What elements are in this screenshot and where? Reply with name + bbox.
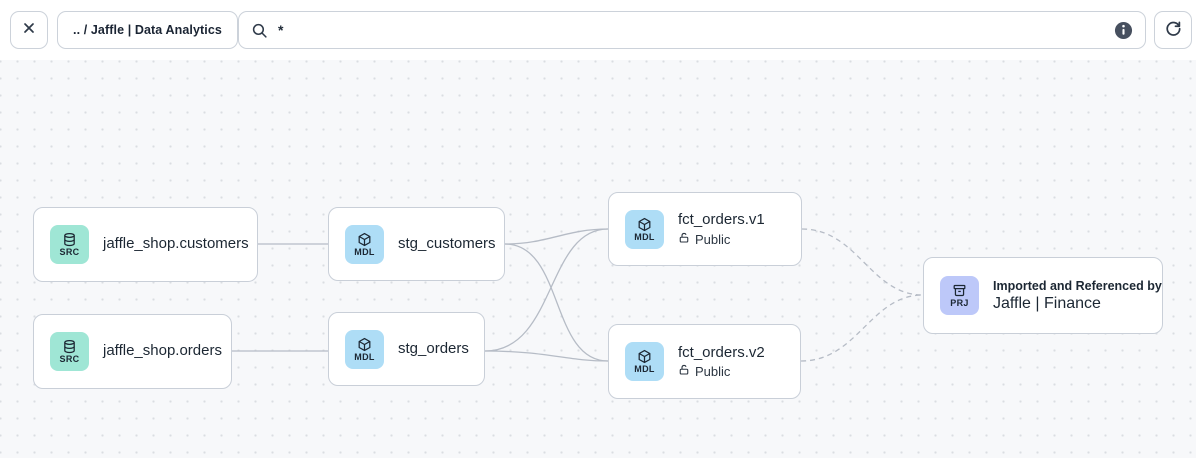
node-title: fct_orders.v2 <box>678 343 765 361</box>
access-row: Public <box>678 232 765 247</box>
refresh-button[interactable] <box>1154 11 1192 49</box>
node-stg-customers[interactable]: MDL stg_customers <box>328 207 505 281</box>
badge-label: SRC <box>59 354 80 364</box>
search-box[interactable] <box>238 11 1146 49</box>
close-button[interactable] <box>10 11 48 49</box>
info-icon[interactable] <box>1114 21 1133 40</box>
badge-label: SRC <box>59 247 80 257</box>
node-stg-orders[interactable]: MDL stg_orders <box>328 312 485 386</box>
model-badge: MDL <box>625 209 664 249</box>
access-label: Public <box>695 231 731 247</box>
model-badge: MDL <box>345 329 384 369</box>
archive-icon <box>952 283 967 298</box>
cube-icon <box>637 349 652 364</box>
node-project-jaffle-finance[interactable]: PRJ Imported and Referenced by Jaffle | … <box>923 257 1163 334</box>
source-badge: SRC <box>50 332 89 371</box>
node-title: jaffle_shop.customers <box>103 235 249 253</box>
refresh-icon <box>1164 19 1182 42</box>
access-row: Public <box>678 364 765 379</box>
node-subtitle: Imported and Referenced by <box>993 278 1162 293</box>
node-title: stg_orders <box>398 339 469 357</box>
badge-label: MDL <box>634 364 655 374</box>
search-icon <box>251 22 268 39</box>
breadcrumb-label: .. / Jaffle | Data Analytics <box>73 23 222 37</box>
badge-label: MDL <box>354 246 375 257</box>
badge-label: MDL <box>634 231 655 242</box>
cube-icon <box>637 217 652 232</box>
badge-label: MDL <box>354 351 375 362</box>
source-badge: SRC <box>50 225 89 264</box>
badge-label: PRJ <box>950 298 969 308</box>
access-label: Public <box>695 364 731 380</box>
node-title: stg_customers <box>398 234 496 252</box>
node-fct-orders-v2[interactable]: MDL fct_orders.v2 Public <box>608 324 801 399</box>
node-jaffle-shop-customers[interactable]: SRC jaffle_shop.customers <box>33 207 258 282</box>
node-title: jaffle_shop.orders <box>103 342 222 360</box>
model-badge: MDL <box>345 224 384 264</box>
cube-icon <box>357 232 372 247</box>
search-input[interactable] <box>278 22 1114 38</box>
lock-open-icon <box>678 232 690 247</box>
database-icon <box>62 232 77 247</box>
cube-icon <box>357 337 372 352</box>
node-title: Jaffle | Finance <box>993 294 1101 312</box>
lock-open-icon <box>678 364 690 379</box>
node-fct-orders-v1[interactable]: MDL fct_orders.v1 Public <box>608 192 802 266</box>
close-icon <box>21 20 37 41</box>
node-title: fct_orders.v1 <box>678 211 765 229</box>
model-badge: MDL <box>625 342 664 381</box>
project-badge: PRJ <box>940 276 979 315</box>
node-jaffle-shop-orders[interactable]: SRC jaffle_shop.orders <box>33 314 232 389</box>
toolbar: .. / Jaffle | Data Analytics <box>0 0 1196 60</box>
breadcrumb[interactable]: .. / Jaffle | Data Analytics <box>57 11 238 49</box>
database-icon <box>62 339 77 354</box>
